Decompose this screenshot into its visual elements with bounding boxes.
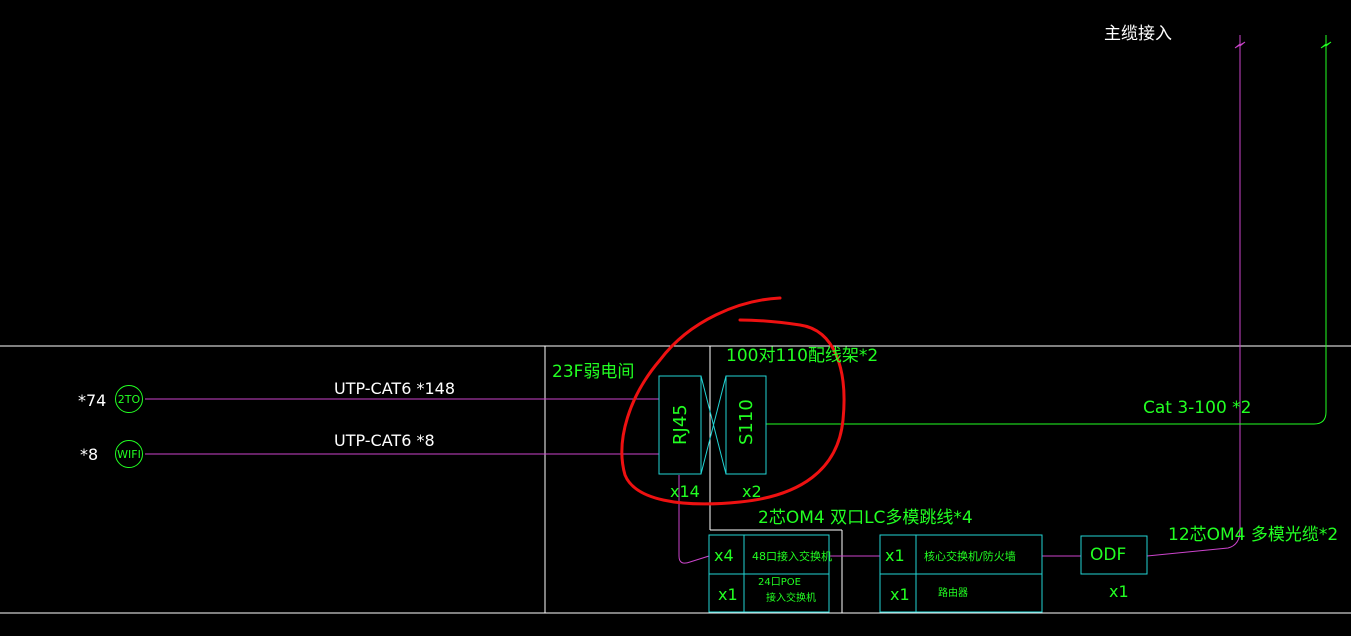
- room-label: 23F弱电间: [552, 362, 635, 382]
- s110-label: S110: [736, 399, 757, 445]
- outlet-qty-wifi: *8: [80, 445, 99, 464]
- s110-panel: [725, 375, 767, 475]
- access-switch-24-label-2: 接入交换机: [766, 593, 816, 604]
- break-symbol-voice: [1320, 35, 1332, 55]
- rj45-panel: [658, 375, 702, 475]
- odf-qty: x1: [1109, 582, 1129, 601]
- rj45-qty: x14: [670, 482, 700, 501]
- voice-cable-label: Cat 3-100 *2: [1143, 398, 1252, 418]
- break-symbol-fiber: [1234, 35, 1246, 55]
- odf-label: ODF: [1090, 545, 1127, 565]
- fiber-jumper-label: 2芯OM4 双口LC多模跳线*4: [758, 508, 973, 528]
- router-qty: x1: [890, 585, 910, 604]
- trunk-entry-label: 主缆接入: [1104, 24, 1172, 44]
- access-switch-24-label-1: 24口POE: [758, 577, 801, 588]
- cable-s110-riser: [766, 55, 1327, 425]
- cable-label-2to: UTP-CAT6 *148: [334, 379, 456, 398]
- rj45-label: RJ45: [670, 404, 691, 445]
- cable-label-wifi: UTP-CAT6 *8: [334, 431, 435, 450]
- cable-odf-riser: [1146, 55, 1241, 557]
- access-switch-24-qty: x1: [718, 585, 738, 604]
- outlet-2to-symbol: 2TO: [115, 385, 143, 413]
- access-switch-48-label: 48口接入交换机: [752, 550, 832, 563]
- router-label: 路由器: [938, 588, 968, 599]
- red-annotation-circle: [620, 296, 846, 506]
- core-switch-label: 核心交换机/防火墙: [924, 550, 1016, 563]
- access-switch-48-qty: x4: [714, 546, 734, 565]
- outlet-wifi-symbol: WIFI: [115, 440, 143, 468]
- odf-box: [1080, 535, 1148, 575]
- crossconnect-line-b: [700, 375, 727, 475]
- cable-rj45-to-switch: [678, 475, 710, 564]
- outlet-qty-2to: *74: [78, 391, 107, 410]
- patch-panel-header: 100对110配线架*2: [726, 346, 879, 366]
- fiber-cable-label: 12芯OM4 多模光缆*2: [1168, 525, 1339, 545]
- core-switch-qty: x1: [885, 546, 905, 565]
- s110-qty: x2: [742, 482, 762, 501]
